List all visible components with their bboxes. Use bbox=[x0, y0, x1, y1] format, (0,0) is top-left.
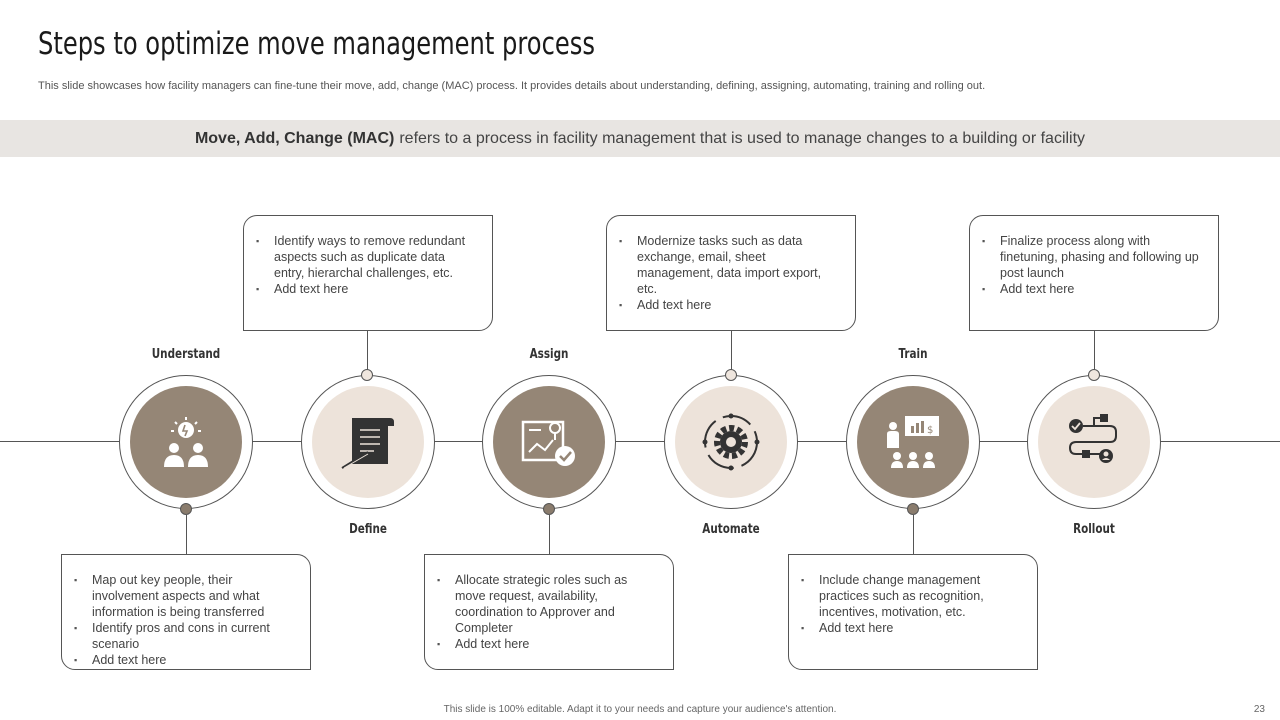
label-define: Define bbox=[349, 522, 387, 537]
label-assign: Assign bbox=[529, 347, 569, 362]
bullet: Add text here bbox=[437, 636, 659, 652]
bullet: Add text here bbox=[801, 620, 1023, 636]
connector-dot-automate bbox=[725, 369, 737, 381]
textbox-understand: Map out key people, their involvement as… bbox=[61, 554, 311, 670]
flow-process-icon bbox=[1068, 414, 1117, 463]
textbox-define: Identify ways to remove redundant aspect… bbox=[243, 215, 493, 331]
label-train: Train bbox=[898, 347, 928, 362]
slide-subtitle: This slide showcases how facility manage… bbox=[38, 80, 986, 92]
connector-dot-train bbox=[907, 503, 919, 515]
bullet: Add text here bbox=[619, 297, 841, 313]
slide-footer: This slide is 100% editable. Adapt it to… bbox=[443, 704, 837, 715]
label-automate: Automate bbox=[702, 522, 760, 537]
bullet: Finalize process along with finetuning, … bbox=[982, 233, 1204, 281]
presentation-audience-icon: $ bbox=[887, 416, 939, 468]
textbox-automate: Modernize tasks such as data exchange, e… bbox=[606, 215, 856, 331]
connector-dot-rollout bbox=[1088, 369, 1100, 381]
connector-train bbox=[913, 515, 914, 555]
svg-text:$: $ bbox=[927, 425, 933, 436]
step-train: $ bbox=[846, 375, 980, 509]
bullet: Add text here bbox=[256, 281, 478, 297]
connector-define bbox=[367, 330, 368, 370]
people-idea-icon bbox=[164, 417, 208, 467]
label-rollout: Rollout bbox=[1073, 522, 1115, 537]
connector-assign bbox=[549, 515, 550, 555]
textbox-rollout: Finalize process along with finetuning, … bbox=[969, 215, 1219, 331]
connector-understand bbox=[186, 515, 187, 555]
step-automate bbox=[664, 375, 798, 509]
bullet: Add text here bbox=[74, 652, 296, 668]
banner-term: Move, Add, Change (MAC) bbox=[194, 129, 395, 147]
gear-cycle-icon bbox=[702, 413, 760, 471]
timeline-line bbox=[0, 441, 1280, 442]
connector-dot-understand bbox=[180, 503, 192, 515]
bullet: Allocate strategic roles such as move re… bbox=[437, 572, 659, 636]
slide-title: Steps to optimize move management proces… bbox=[38, 26, 595, 62]
banner-definition: refers to a process in facility manageme… bbox=[399, 129, 1086, 147]
bullet: Identify ways to remove redundant aspect… bbox=[256, 233, 478, 281]
connector-rollout bbox=[1094, 330, 1095, 370]
definition-banner: Move, Add, Change (MAC) refers to a proc… bbox=[0, 120, 1280, 157]
bullet: Include change management practices such… bbox=[801, 572, 1023, 620]
bullet: Modernize tasks such as data exchange, e… bbox=[619, 233, 841, 297]
step-rollout bbox=[1027, 375, 1161, 509]
document-pen-icon bbox=[341, 418, 394, 469]
bullet: Add text here bbox=[982, 281, 1204, 297]
textbox-assign: Allocate strategic roles such as move re… bbox=[424, 554, 674, 670]
bullet: Map out key people, their involvement as… bbox=[74, 572, 296, 620]
step-assign bbox=[482, 375, 616, 509]
connector-automate bbox=[731, 330, 732, 370]
textbox-train: Include change management practices such… bbox=[788, 554, 1038, 670]
step-understand bbox=[119, 375, 253, 509]
bullet: Identify pros and cons in current scenar… bbox=[74, 620, 296, 652]
step-define bbox=[301, 375, 435, 509]
page-number: 23 bbox=[1253, 704, 1265, 715]
connector-dot-assign bbox=[543, 503, 555, 515]
map-check-icon bbox=[521, 420, 575, 466]
label-understand: Understand bbox=[151, 347, 221, 362]
connector-dot-define bbox=[361, 369, 373, 381]
